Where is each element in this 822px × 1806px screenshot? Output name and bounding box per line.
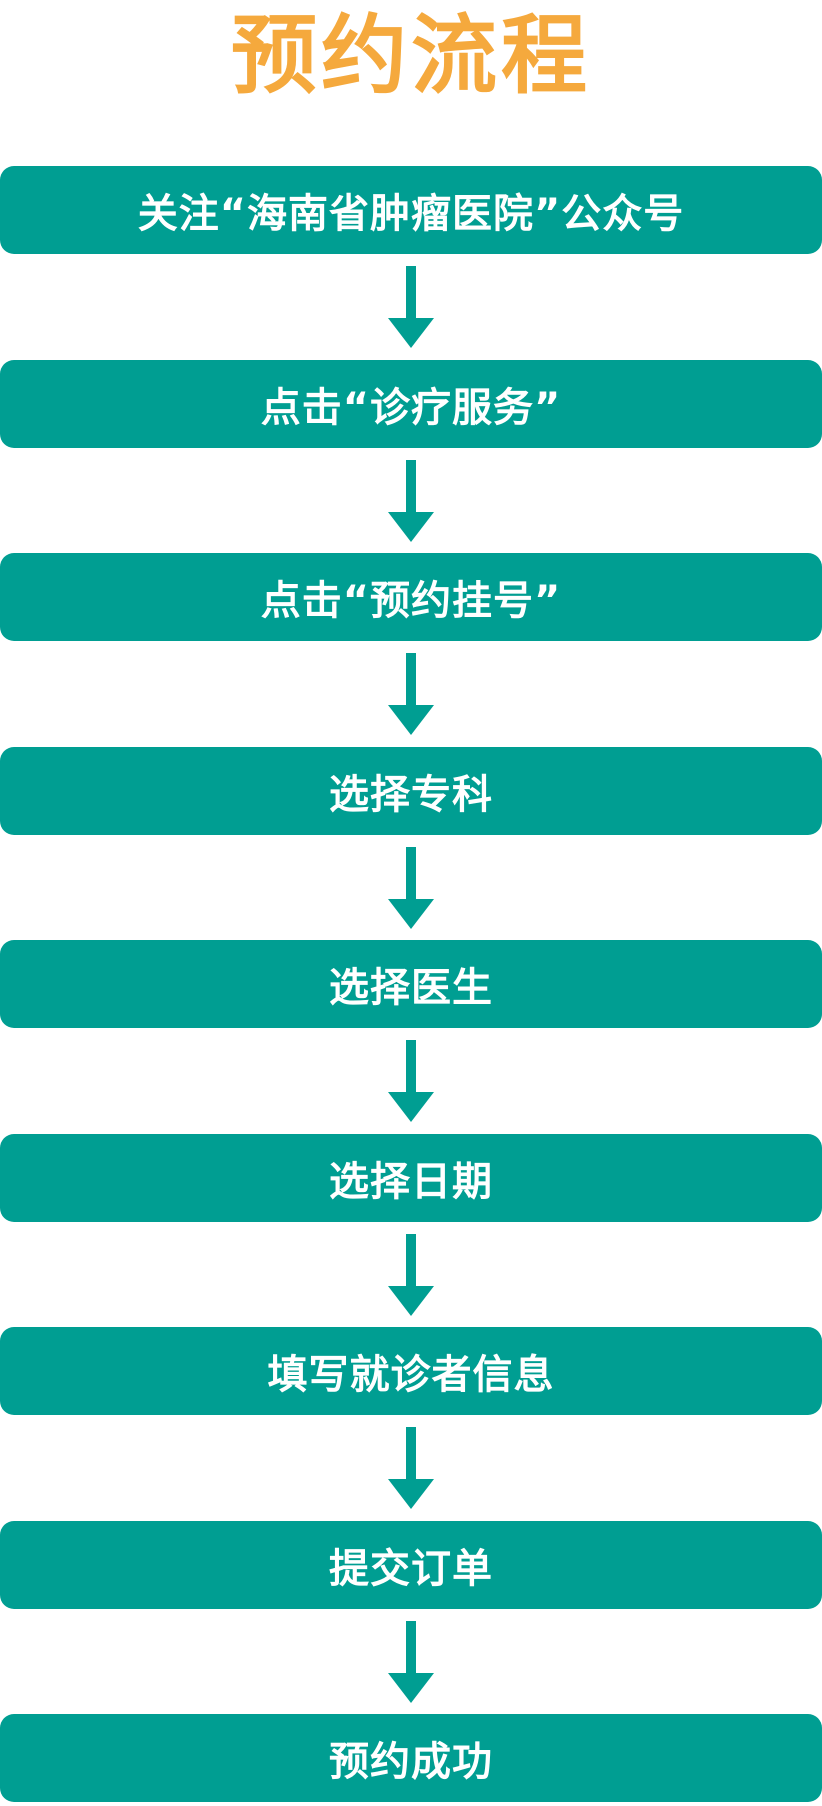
flow-step-2: 点击“诊疗服务” [0, 360, 822, 448]
arrow-down-icon [388, 1427, 434, 1509]
flow-step-label: 点击“预约挂号” [260, 578, 562, 624]
flow-step-3: 点击“预约挂号” [0, 553, 822, 641]
flow-step-6: 选择日期 [0, 1134, 822, 1222]
flow-step-label: 提交订单 [329, 1546, 493, 1592]
arrow-down-icon [388, 1040, 434, 1122]
arrow-down-icon [388, 1621, 434, 1703]
page-title: 预约流程 [231, 6, 591, 106]
flow-step-1: 关注“海南省肿瘤医院”公众号 [0, 166, 822, 254]
arrow-down-icon [388, 1234, 434, 1316]
flow-step-label: 选择日期 [329, 1159, 493, 1205]
flow-step-label: 点击“诊疗服务” [260, 385, 562, 431]
flow-step-4: 选择专科 [0, 747, 822, 835]
flow-step-5: 选择医生 [0, 940, 822, 1028]
flow-step-8: 提交订单 [0, 1521, 822, 1609]
flow-step-7: 填写就诊者信息 [0, 1327, 822, 1415]
flow-step-label: 预约成功 [329, 1739, 493, 1785]
arrow-down-icon [388, 266, 434, 348]
arrow-down-icon [388, 847, 434, 929]
flow-step-label: 选择医生 [329, 965, 493, 1011]
flow-step-label: 填写就诊者信息 [267, 1352, 555, 1398]
arrow-down-icon [388, 460, 434, 542]
flow-step-label: 选择专科 [329, 772, 493, 818]
flow-step-9: 预约成功 [0, 1714, 822, 1802]
flow-step-label: 关注“海南省肿瘤医院”公众号 [137, 191, 685, 237]
arrow-down-icon [388, 653, 434, 735]
